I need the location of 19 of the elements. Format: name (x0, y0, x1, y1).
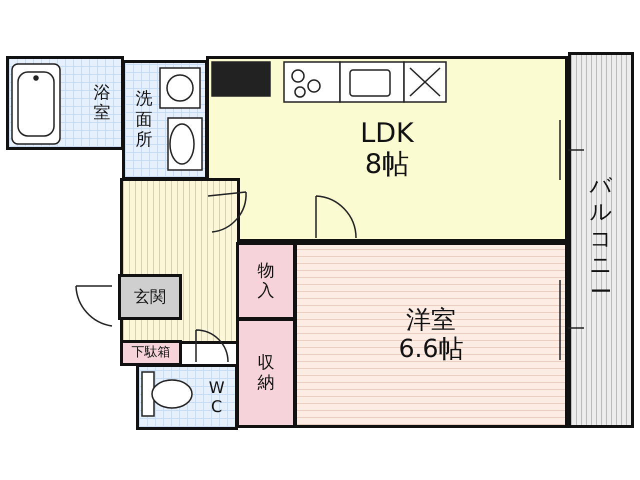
room-label: 下駄箱 (132, 346, 170, 360)
room-label: 物入 (257, 260, 275, 302)
closet-floor (236, 242, 296, 320)
room-label: 玄関 (134, 288, 166, 306)
room-label: 収納 (257, 352, 275, 394)
room-label: 8帖 (364, 149, 410, 180)
room-label: WC (208, 378, 225, 416)
room-label: 洋室 (406, 306, 456, 335)
room-label: 浴室 (93, 82, 111, 124)
closet-floor (236, 318, 296, 428)
room-floor (118, 274, 182, 320)
balcony-floor (568, 52, 634, 428)
hallway-floor (120, 178, 240, 344)
shoe-cabinet (120, 340, 182, 366)
room-label: 6.6帖 (398, 335, 464, 364)
room-label: LDK (360, 118, 414, 149)
room-label: バルコニー (589, 174, 613, 306)
room-label: 洗面所 (135, 89, 153, 151)
room-floor (294, 242, 568, 428)
